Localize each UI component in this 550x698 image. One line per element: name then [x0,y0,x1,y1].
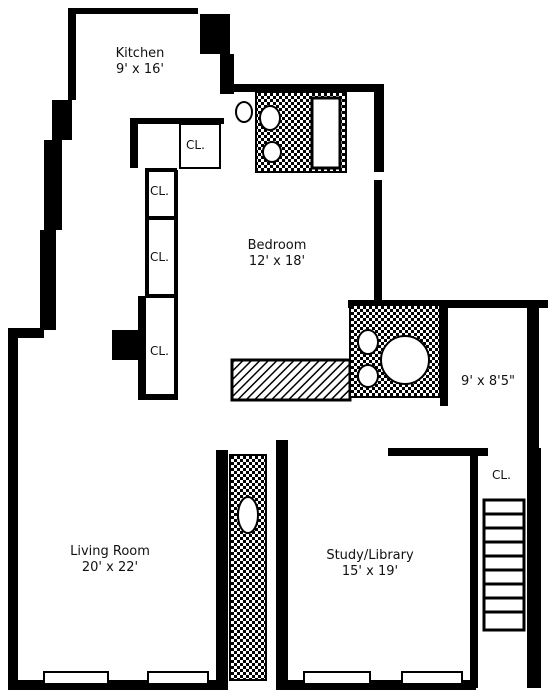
walls [8,8,548,690]
bedroom-label: Bedroom 12' x 18' [237,238,317,270]
closet-label-2: CL. [150,184,169,198]
small-room-size: 9' x 8'5" [461,374,515,389]
closet-label-1: CL. [186,138,205,152]
bedroom-name: Bedroom [247,238,307,253]
closet-label-3: CL. [150,250,169,264]
kitchen-size: 9' x 16' [116,62,164,77]
closet-label-4: CL. [150,344,169,358]
study-name: Study/Library [326,548,414,563]
living-room-size: 20' x 22' [81,560,139,575]
study-size: 15' x 19' [341,564,399,579]
closet-label-5: CL. [492,468,511,482]
bathroom-right [349,304,441,398]
closet-box [179,123,221,169]
living-room-label: Living Room 20' x 22' [60,544,160,576]
bathroom-top [235,91,347,173]
windows [43,671,463,685]
staircase [482,498,526,632]
small-room-label: 9' x 8'5" [448,374,528,390]
study-label: Study/Library 15' x 19' [310,548,430,580]
bedroom-size: 12' x 18' [248,254,306,269]
hatched-wall [230,358,352,402]
living-room-name: Living Room [70,544,150,559]
kitchen-name: Kitchen [115,46,165,61]
fireplace [229,454,267,681]
kitchen-label: Kitchen 9' x 16' [100,46,180,78]
